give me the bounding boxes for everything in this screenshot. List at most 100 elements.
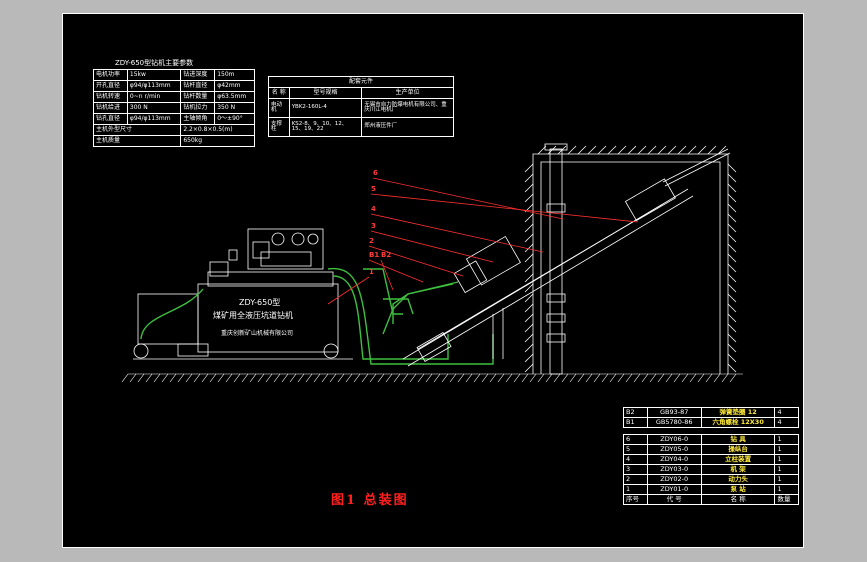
bom-header-name: 名 称 (700, 494, 776, 505)
spec-cell: 钻机给进 (93, 102, 128, 114)
spec-cell: 0~n r/min (126, 91, 182, 103)
bom-no: 2 (623, 474, 648, 485)
bom-qty: 1 (774, 474, 799, 485)
spec-cell: 钻孔直径 (93, 113, 128, 125)
leader-label: 6 (373, 169, 378, 177)
spec-cell: 300 N (126, 102, 182, 114)
supplier-cell: 郑州液压件厂 (361, 117, 454, 137)
spec-cell: 钻杆直径 (180, 80, 216, 92)
bom-qty: 1 (774, 454, 799, 465)
figure-title: 图1 总装图 (331, 493, 409, 508)
bom-name: 机 架 (700, 464, 776, 475)
bom-name: 弹簧垫圈 12 (700, 407, 776, 418)
bom-no: 3 (623, 464, 648, 475)
supplier-table-title: 配套元件 (268, 76, 454, 88)
leader-label: B1 (369, 251, 380, 259)
bom-no: 4 (623, 454, 648, 465)
spec-cell: 钻进深度 (180, 69, 216, 81)
pump-station (133, 271, 353, 360)
bom-qty: 4 (774, 407, 799, 418)
spec-cell: 15kw (126, 69, 182, 81)
bom-code: ZDY04-0 (646, 454, 702, 465)
bom-header-qty: 数量 (774, 494, 799, 505)
leader-label: B2 (381, 251, 392, 259)
bom-name: 动力头 (700, 474, 776, 485)
leader-lines (327, 177, 639, 305)
leader-label: 4 (371, 205, 376, 213)
leader-line (368, 259, 424, 283)
bom-name: 钻 具 (700, 434, 776, 445)
bom-name: 立柱装置 (700, 454, 776, 465)
bom-qty: 1 (774, 434, 799, 445)
spec-cell: φ94/φ113mm (126, 113, 182, 125)
supplier-header-cell: 生产单位 (361, 87, 454, 99)
supplier-cell: YBK2-160L-4 (288, 98, 363, 118)
bom-code: ZDY01-0 (646, 484, 702, 495)
supplier-cell: 支撑柱 (268, 117, 290, 137)
bom-code: ZDY06-0 (646, 434, 702, 445)
rig-frame (402, 148, 731, 367)
bom-qty: 1 (774, 444, 799, 455)
bom-header-no: 序号 (623, 494, 648, 505)
spec-cell: 0～±90° (214, 113, 255, 125)
spec-size-label: 主机外型尺寸 (92, 124, 182, 136)
machine-model: ZDY-650型 (239, 298, 281, 307)
bom-name: 六角螺栓 12X30 (700, 417, 776, 428)
hydraulic-hoses (140, 267, 494, 365)
supplier-cell: 电动机 (268, 98, 290, 118)
bom-code: ZDY02-0 (646, 474, 702, 485)
leader-line (370, 230, 494, 263)
bom-no: 5 (623, 444, 648, 455)
bom-header-code: 代 号 (646, 494, 702, 505)
leader-line (368, 245, 464, 277)
leader-label: 3 (371, 222, 376, 230)
leader-line (370, 193, 639, 223)
machine-name: 煤矿用全液压坑道钻机 (213, 311, 293, 320)
bom-code: ZDY03-0 (646, 464, 702, 475)
column-post (544, 143, 568, 375)
spec-cell: 150m (214, 69, 255, 81)
supplier-header-cell: 型号规格 (288, 87, 363, 99)
bom-no: 1 (623, 484, 648, 495)
bom-code: GB93-87 (646, 407, 702, 418)
bom-name: 操纵台 (700, 444, 776, 455)
leader-label: 5 (371, 185, 376, 193)
tunnel-wall (524, 145, 737, 374)
leader-line (370, 213, 544, 253)
leader-line (327, 276, 370, 305)
bom-name: 泵 站 (700, 484, 776, 495)
spec-mass-label: 主机质量 (92, 135, 182, 147)
machine-maker: 重庆创新矿山机械有限公司 (221, 330, 294, 337)
supplier-cell: 无锡市自力防爆电机有限公司、重庆川江电机厂 (361, 98, 454, 118)
spec-mass-value: 650kg (180, 135, 255, 147)
bom-qty: 1 (774, 484, 799, 495)
control-console (209, 228, 324, 277)
leader-label: 2 (369, 237, 374, 245)
spec-cell: 开孔直径 (93, 80, 128, 92)
bom-no: B2 (623, 407, 648, 418)
ground-hatch (121, 373, 743, 383)
leader-line (380, 259, 394, 291)
bom-qty: 4 (774, 417, 799, 428)
spec-cell: 电机功率 (93, 69, 128, 81)
spec-size-value: 2.2×0.8×0.5(m) (180, 124, 255, 136)
bom-code: GB5780-86 (646, 417, 702, 428)
supplier-header-cell: 名 称 (268, 87, 290, 99)
spec-cell: 主轴倾角 (180, 113, 216, 125)
bom-no: B1 (623, 417, 648, 428)
supplier-cell: KS2-8、9、10、12、15、19、22 (288, 117, 363, 137)
leader-line (372, 177, 564, 220)
spec-cell: 钻杆数量 (180, 91, 216, 103)
spec-cell: 钻机转速 (93, 91, 128, 103)
